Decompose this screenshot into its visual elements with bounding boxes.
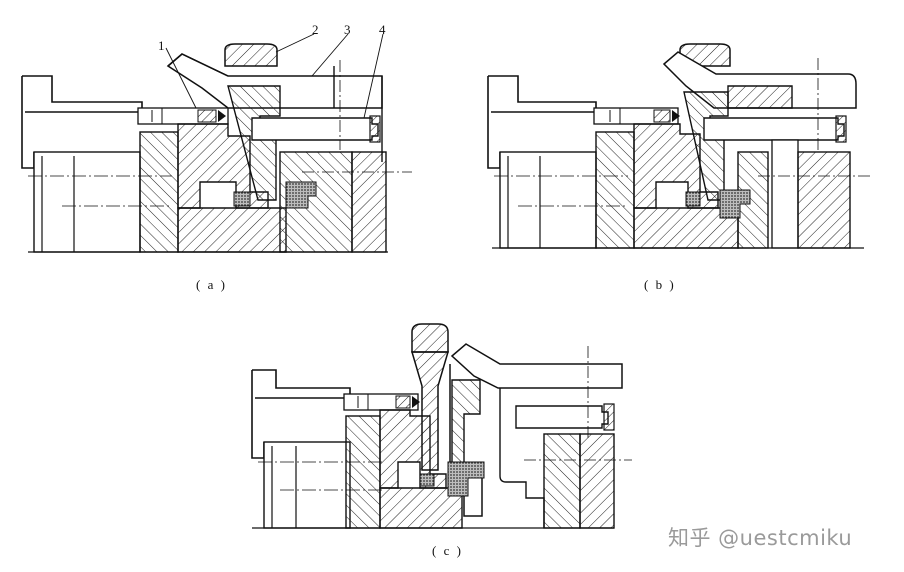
caption-c: ( c ) — [432, 543, 463, 558]
caption-a: ( a ) — [196, 277, 227, 292]
label-2: 2 — [312, 22, 319, 37]
caption-b: ( b ) — [644, 277, 676, 292]
figure-c — [251, 323, 632, 529]
label-4: 4 — [379, 22, 386, 37]
part-labels: 1 2 3 4 — [158, 22, 386, 119]
figure-a — [21, 43, 412, 253]
label-1: 1 — [158, 38, 165, 53]
figure-b — [487, 43, 872, 249]
label-3: 3 — [344, 22, 351, 37]
watermark: 知乎 @uestcmiku — [668, 526, 853, 550]
